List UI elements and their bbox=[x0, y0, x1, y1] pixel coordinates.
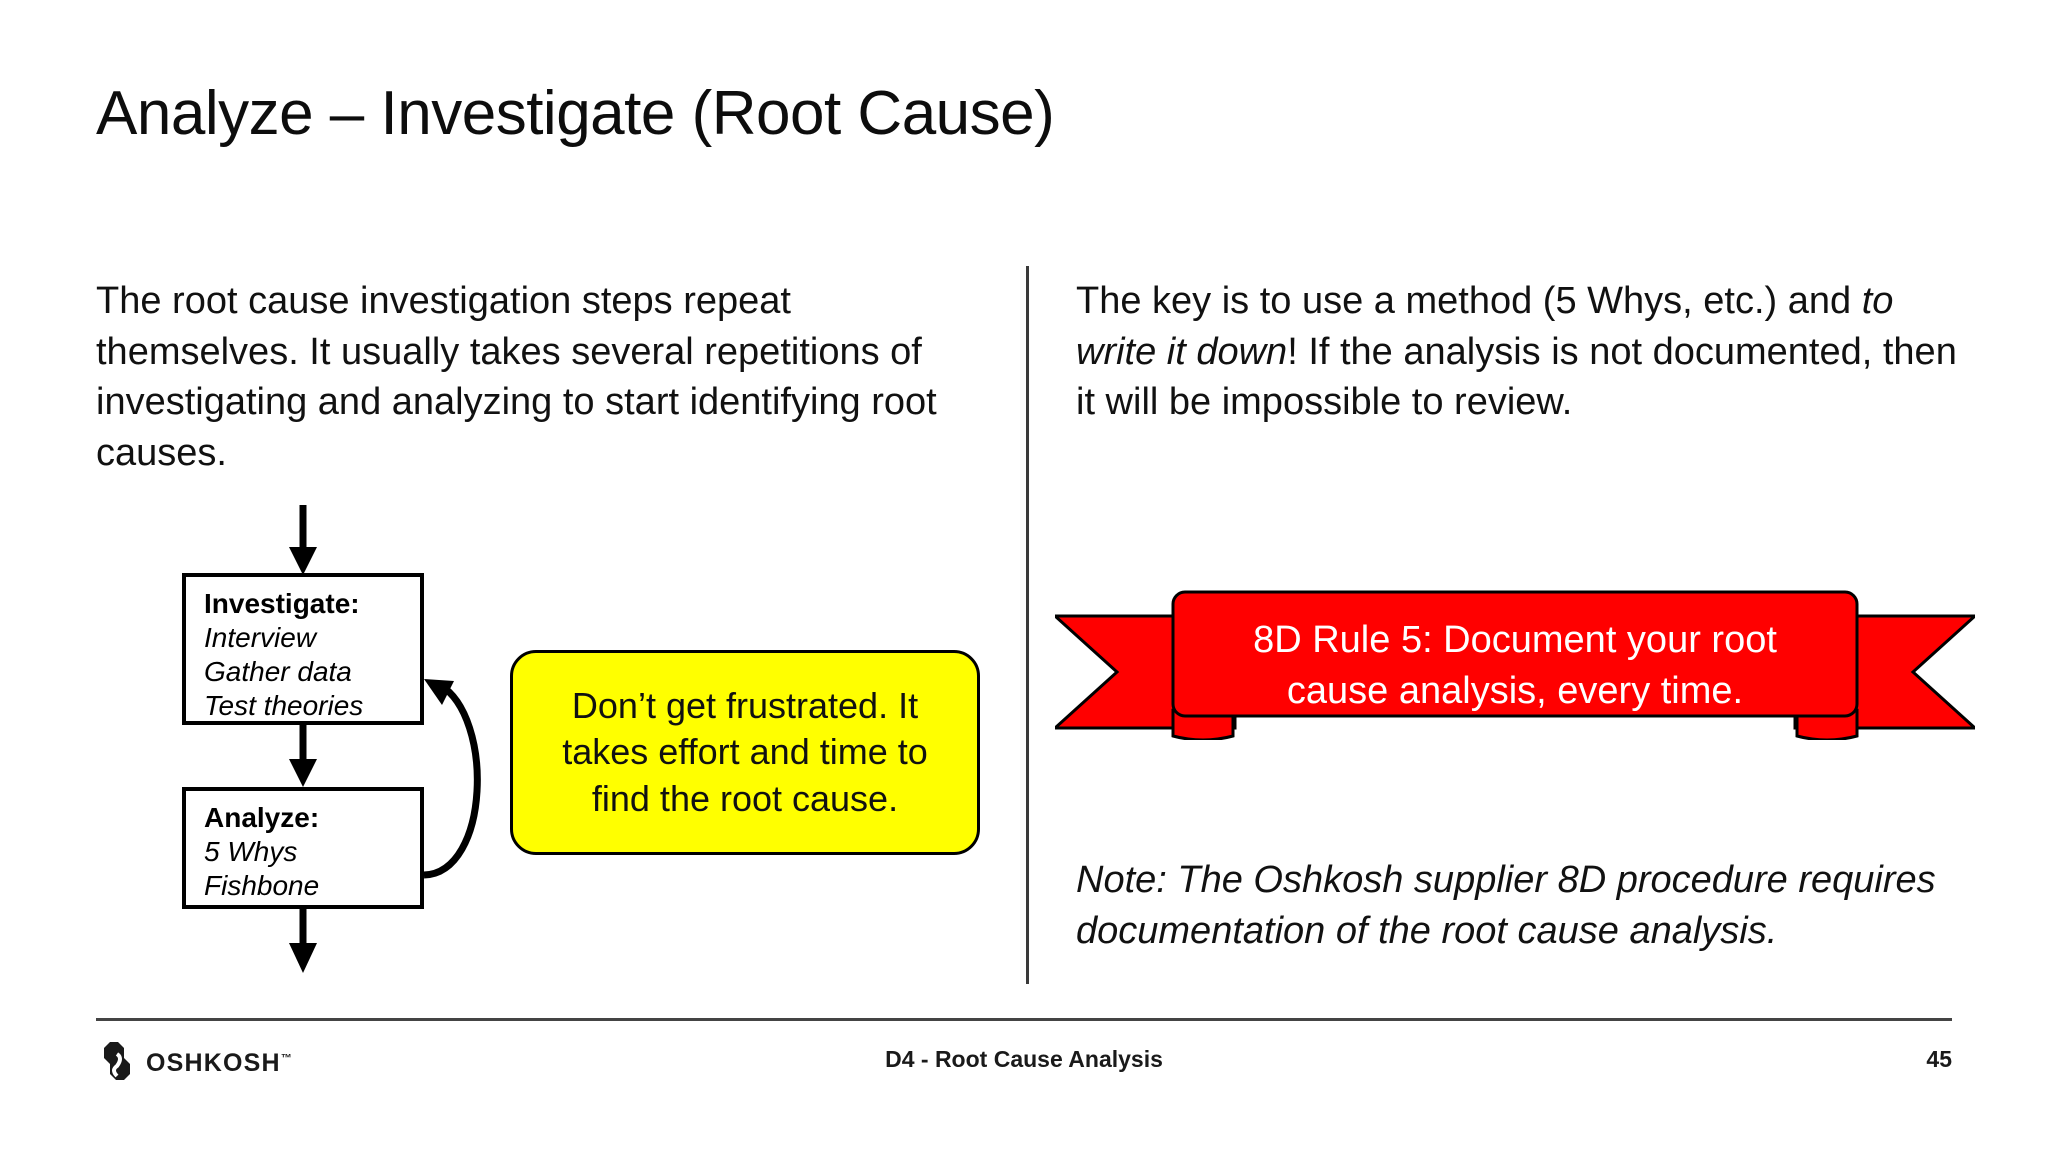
right-paragraph: The key is to use a method (5 Whys, etc.… bbox=[1076, 276, 1976, 428]
flow-box-investigate: Investigate: Interview Gather data Test … bbox=[182, 573, 424, 725]
ribbon-shape bbox=[1055, 590, 1975, 740]
note-text: Note: The Oshkosh supplier 8D procedure … bbox=[1076, 859, 1936, 952]
analyze-item: Fishbone bbox=[204, 870, 320, 902]
left-column: The root cause investigation steps repea… bbox=[96, 276, 976, 478]
right-paragraph-emphasis: to write it down bbox=[1076, 280, 1894, 373]
investigate-item: Interview bbox=[204, 622, 317, 654]
footer-divider bbox=[96, 1018, 1952, 1021]
page-number: 45 bbox=[1926, 1046, 1952, 1072]
trademark-symbol: ™ bbox=[280, 1052, 292, 1065]
oshkosh-word: OSHKOSH bbox=[146, 1049, 281, 1077]
oshkosh-wordmark: OSHKOSH™ bbox=[146, 1049, 292, 1078]
column-divider bbox=[1026, 266, 1029, 984]
flow-connectors bbox=[289, 505, 481, 973]
callout-text: Don’t get frustrated. It takes effort an… bbox=[562, 685, 928, 819]
footer-center-text: D4 - Root Cause Analysis bbox=[885, 1046, 1163, 1072]
right-column: The key is to use a method (5 Whys, etc.… bbox=[1076, 276, 1976, 428]
analyze-heading: Analyze: bbox=[204, 802, 320, 833]
yellow-callout: Don’t get frustrated. It takes effort an… bbox=[510, 650, 980, 855]
investigate-heading: Investigate: bbox=[204, 588, 360, 619]
investigate-item: Test theories bbox=[204, 690, 364, 722]
right-paragraph-part1: The key is to use a method (5 Whys, etc.… bbox=[1076, 280, 1862, 322]
left-paragraph: The root cause investigation steps repea… bbox=[96, 280, 937, 474]
oshkosh-mark-icon bbox=[100, 1040, 134, 1087]
page-title: Analyze – Investigate (Root Cause) bbox=[96, 79, 1055, 148]
flow-diagram: Investigate: Interview Gather data Test … bbox=[150, 505, 610, 975]
flow-box-analyze: Analyze: 5 Whys Fishbone bbox=[182, 787, 424, 909]
red-ribbon-banner: 8D Rule 5: Document your root cause anal… bbox=[1055, 588, 1975, 740]
investigate-item: Gather data bbox=[204, 656, 352, 688]
analyze-item: 5 Whys bbox=[204, 836, 298, 868]
oshkosh-logo: OSHKOSH™ bbox=[100, 1040, 292, 1087]
right-paragraph-part2: ! If the analysis is not documented, the… bbox=[1076, 330, 1957, 424]
